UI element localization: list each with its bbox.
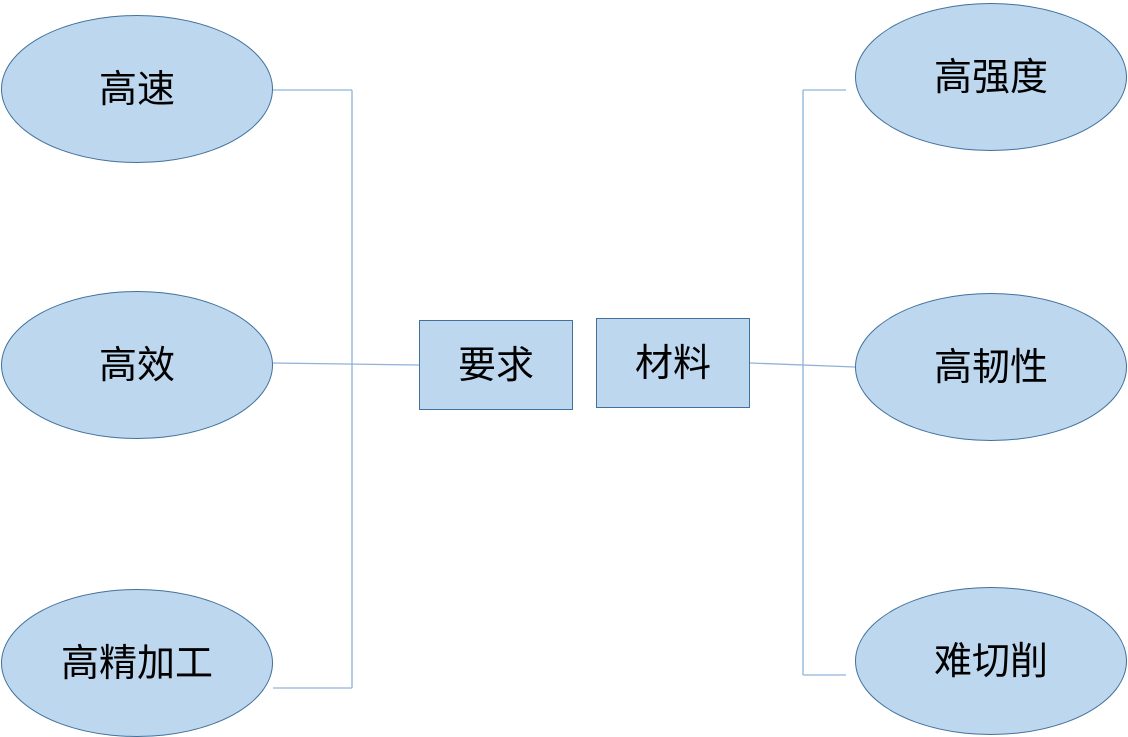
node-gaoxiao: 高效: [1, 291, 273, 439]
node-cailiao: 材料: [596, 318, 750, 408]
connector-cailiao-renxing: [749, 362, 856, 368]
connector-gaoxiao-yaoqiu: [272, 362, 420, 366]
node-gaojing-jiagong: 高精加工: [1, 589, 273, 737]
node-nanqiexiao: 难切削: [855, 587, 1127, 735]
node-gaosu: 高速: [1, 15, 273, 163]
node-gaoqiangdu: 高强度: [855, 3, 1127, 151]
node-gaorenxing: 高韧性: [855, 293, 1127, 441]
node-yaoqiu: 要求: [419, 320, 573, 410]
